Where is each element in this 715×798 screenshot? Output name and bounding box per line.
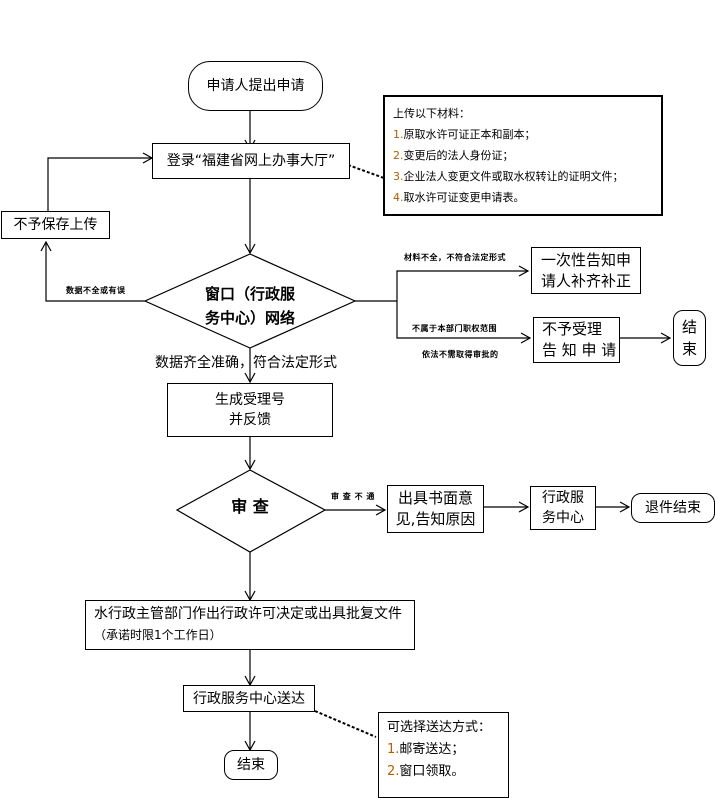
decision-line1: 水行政主管部门作出行政许可决定或出具批复文件 bbox=[94, 606, 402, 622]
no-save-node: 不予保存上传 bbox=[1, 211, 110, 239]
upload-note-item: 2.变更后的法人身份证； bbox=[393, 149, 514, 162]
edge-branch-reject bbox=[396, 301, 532, 344]
service-center-line2: 务中心 bbox=[542, 510, 584, 526]
generate-line1: 生成受理号 bbox=[215, 392, 285, 408]
notify-supplement-node: 一次性告知申 请人补齐补正 bbox=[531, 247, 641, 294]
written-opinion-node: 出具书面意 见,告知原因 bbox=[387, 485, 484, 533]
edge-label-no-approval: 依法不需取得审批的 bbox=[422, 350, 499, 359]
upload-materials-note: 上传以下材料： 1.原取水许可证正本和副本； 2.变更后的法人身份证； 3.企业… bbox=[383, 95, 663, 216]
end-right-line2: 束 bbox=[681, 340, 697, 358]
edge-label-materials-incomplete: 材料不全，不符合法定形式 bbox=[404, 253, 506, 262]
delivery-note-item: 2.窗口领取。 bbox=[387, 764, 465, 779]
service-center-line1: 行政服 bbox=[542, 490, 584, 506]
window-label-line1: 窗口（行政服 bbox=[204, 285, 295, 303]
end-right-line1: 结 bbox=[681, 318, 697, 336]
review-label: 审 查 bbox=[231, 497, 269, 516]
return-end-label: 退件结束 bbox=[645, 500, 701, 516]
generate-line2: 并反馈 bbox=[229, 412, 271, 428]
login-node: 登录“福建省网上办事大厅” bbox=[152, 143, 350, 179]
notify-supplement-line1: 一次性告知申 bbox=[540, 250, 631, 269]
written-opinion-line2: 见,告知原因 bbox=[395, 510, 476, 528]
deliver-label: 行政服务中心送达 bbox=[193, 690, 305, 707]
delivery-note-item: 1.邮寄送达； bbox=[387, 742, 465, 757]
end-right-node: 结 束 bbox=[673, 310, 706, 366]
decision-node: 水行政主管部门作出行政许可决定或出具批复文件 （承诺时限1个工作日） bbox=[85, 600, 415, 650]
start-node: 申请人提出申请 bbox=[188, 61, 323, 111]
return-end-node: 退件结束 bbox=[631, 493, 715, 523]
window-label-line2: 务中心）网络 bbox=[204, 309, 295, 327]
window-diamond-label: 窗口（行政服 务中心）网络 bbox=[190, 282, 310, 330]
edge-window-nosave bbox=[40, 240, 145, 302]
edge-label-review-failed: 审 查 不 通 bbox=[331, 492, 375, 501]
deliver-node: 行政服务中心送达 bbox=[183, 685, 315, 712]
edge-branch-supplement bbox=[396, 265, 530, 301]
decision-window-diamond bbox=[143, 253, 357, 349]
note-connector-delivery bbox=[314, 710, 377, 738]
service-center-node: 行政服 务中心 bbox=[530, 486, 596, 530]
end-bottom-node: 结束 bbox=[224, 750, 278, 780]
edge-nosave-login bbox=[47, 152, 154, 212]
edge-label-out-of-scope: 不属于本部门职权范围 bbox=[412, 324, 497, 333]
reject-node: 不予受理 告 知 申 请 bbox=[533, 317, 620, 363]
edge-label-data-ok: 数据齐全准确，符合法定形式 bbox=[155, 355, 337, 371]
upload-note-item: 3.企业法人变更文件或取水权转让的证明文件； bbox=[393, 170, 624, 183]
generate-number-node: 生成受理号 并反馈 bbox=[167, 383, 333, 437]
notify-supplement-line2: 请人补齐补正 bbox=[540, 271, 631, 290]
decision-review-diamond bbox=[175, 469, 327, 553]
edge-label-data-incomplete: 数据不全或有误 bbox=[66, 286, 126, 295]
reject-line1: 不予受理 bbox=[542, 320, 603, 338]
reject-line2: 告 知 申 请 bbox=[542, 341, 617, 359]
note-connector-upload bbox=[347, 164, 385, 179]
upload-note-title: 上传以下材料： bbox=[393, 107, 470, 120]
delivery-method-note: 可选择送达方式： 1.邮寄送达； 2.窗口领取。 bbox=[378, 712, 509, 798]
start-label: 申请人提出申请 bbox=[206, 78, 305, 94]
review-diamond-label: 审 查 bbox=[210, 495, 290, 519]
decision-line2: （承诺时限1个工作日） bbox=[94, 628, 222, 642]
written-opinion-line1: 出具书面意 bbox=[397, 489, 473, 507]
upload-note-item: 4.取水许可证变更申请表。 bbox=[393, 191, 525, 204]
end-bottom-label: 结束 bbox=[237, 757, 265, 773]
upload-note-item: 1.原取水许可证正本和副本； bbox=[393, 128, 536, 141]
no-save-label: 不予保存上传 bbox=[13, 217, 98, 233]
login-label: 登录“福建省网上办事大厅” bbox=[166, 153, 336, 169]
delivery-note-title: 可选择送达方式： bbox=[387, 720, 492, 735]
